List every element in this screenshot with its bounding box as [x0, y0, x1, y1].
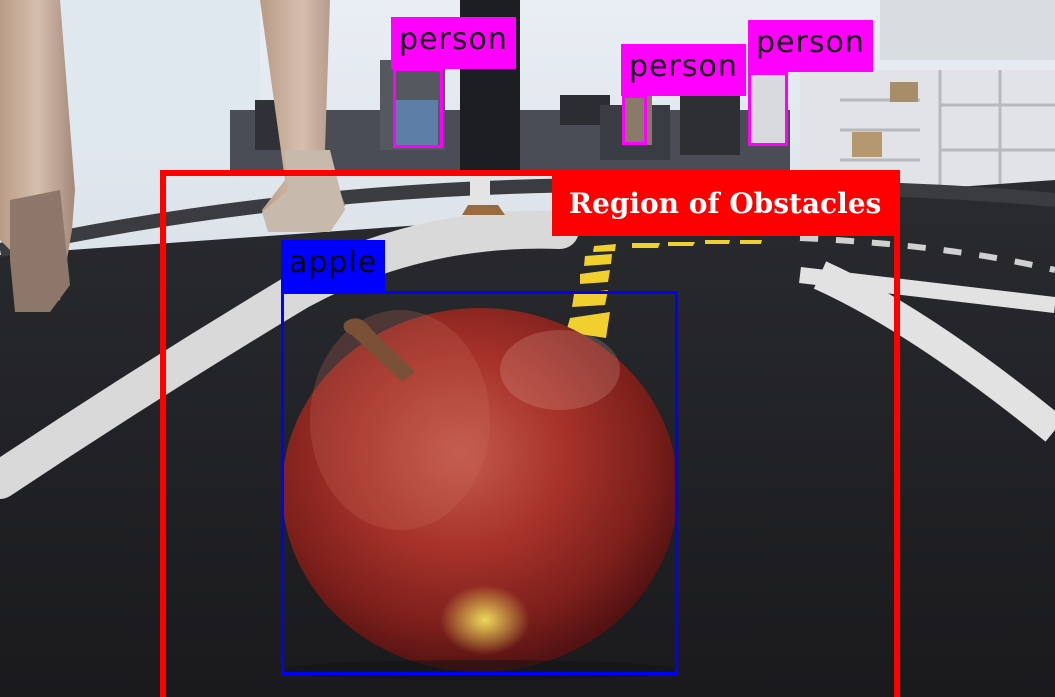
apple-detection-label: apple [281, 240, 386, 292]
person-detection-label: person [621, 44, 746, 96]
person-detection-label: person [748, 20, 873, 72]
obstacle-region-label: Region of Obstacles [552, 176, 898, 236]
person-detection-label: person [391, 17, 516, 69]
